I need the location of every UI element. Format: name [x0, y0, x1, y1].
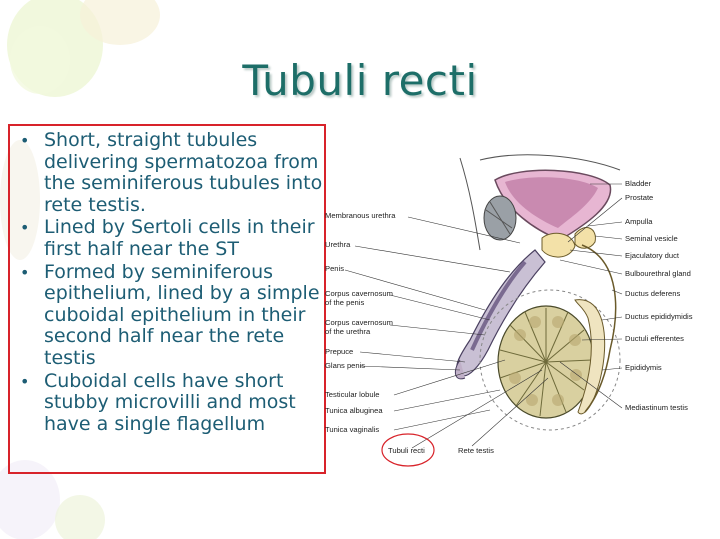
slide-title: Tubuli recti: [242, 56, 478, 105]
label-corpus-cavernosum-penis-2: of the penis: [325, 298, 364, 307]
prostate-shape: [541, 232, 576, 258]
bullet-text: Lined by Sertoli cells in their first ha…: [44, 216, 315, 260]
bullet-text: Short, straight tubules delivering sperm…: [44, 129, 323, 216]
label-bulbourethral-gland: Bulbourethral gland: [625, 269, 691, 278]
bullet-item: • Formed by seminiferous epithelium, line…: [10, 260, 324, 370]
label-prepuce: Prepuce: [325, 347, 353, 356]
label-tunica-albuginea: Tunica albuginea: [325, 406, 383, 415]
label-ampulla: Ampulla: [625, 217, 653, 226]
scrotum-outline: [479, 289, 621, 431]
anatomy-diagram: Membranous urethra Urethra Penis Corpus …: [325, 154, 693, 467]
bullet-text: Formed by seminiferous epithelium, lined…: [44, 260, 320, 369]
label-tubuli-recti: Tubuli recti: [388, 446, 425, 455]
label-ejaculatory-duct: Ejaculatory duct: [625, 251, 680, 260]
label-membranous-urethra: Membranous urethra: [325, 211, 396, 220]
bullet-item: • Short, straight tubules delivering sper…: [10, 129, 324, 216]
label-bladder: Bladder: [625, 179, 652, 188]
label-tunica-vaginalis: Tunica vaginalis: [325, 425, 379, 434]
bullet-dot-icon: •: [20, 262, 30, 282]
label-penis: Penis: [325, 264, 344, 273]
epididymis-shape: [574, 299, 606, 415]
bullet-item: • Cuboidal cells have short stubby microv…: [10, 369, 324, 436]
label-rete-testis: Rete testis: [458, 446, 494, 455]
label-testicular-lobule: Testicular lobule: [325, 390, 379, 399]
bullet-dot-icon: •: [20, 218, 30, 238]
bullet-item: • Lined by Sertoli cells in their first h…: [10, 217, 324, 260]
label-corpus-cavernosum-urethra-2: of the urethra: [325, 327, 371, 336]
bullet-text: Cuboidal cells have short stubby microvi…: [44, 369, 296, 435]
bullet-dot-icon: •: [20, 131, 30, 150]
label-corpus-cavernosum-urethra: Corpus cavernosum: [325, 318, 393, 327]
bullet-dot-icon: •: [20, 371, 30, 391]
label-mediastinum-testis: Mediastinum testis: [625, 403, 688, 412]
label-epididymis: Epididymis: [625, 363, 662, 372]
label-corpus-cavernosum-penis: Corpus cavernosum: [325, 289, 393, 298]
bullet-text-box: • Short, straight tubules delivering sper…: [8, 124, 326, 474]
label-ductus-epididymidis: Ductus epididymidis: [625, 312, 693, 321]
label-ductuli-efferentes: Ductuli efferentes: [625, 334, 684, 343]
label-glans-penis: Glans penis: [325, 361, 365, 370]
label-seminal-vesicle: Seminal vesicle: [625, 234, 678, 243]
label-prostate: Prostate: [625, 193, 653, 202]
label-ductus-deferens: Ductus deferens: [625, 289, 680, 298]
label-urethra: Urethra: [325, 240, 351, 249]
tubuli-recti-highlight: [381, 433, 435, 467]
bullet-list: • Short, straight tubules delivering sper…: [10, 126, 324, 435]
